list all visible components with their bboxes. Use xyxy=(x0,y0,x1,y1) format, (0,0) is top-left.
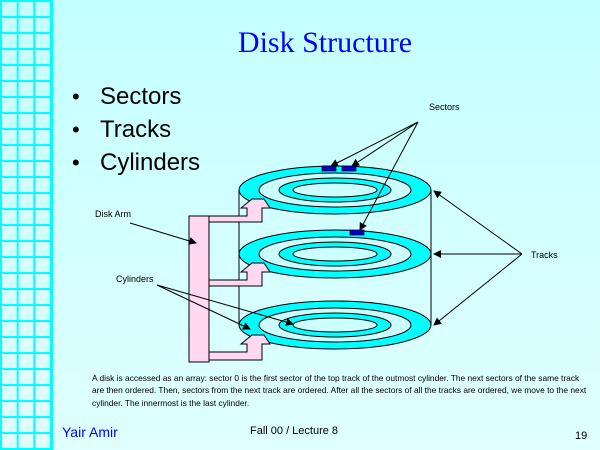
sector-arrows xyxy=(330,121,419,231)
disk-arm-arrow xyxy=(129,222,197,245)
decorative-grid xyxy=(0,0,53,450)
cylinder-arrows xyxy=(156,284,294,330)
description-text: A disk is accessed as an array: sector 0… xyxy=(92,373,587,408)
label-cylinders: Cylinders xyxy=(116,274,154,284)
label-tracks: Tracks xyxy=(531,250,558,260)
bullet-list: Sectors Tracks Cylinders xyxy=(70,82,200,181)
sector-block xyxy=(321,165,337,172)
label-disk-arm: Disk Arm xyxy=(95,209,131,219)
platter-bottom xyxy=(238,300,432,350)
platter-middle xyxy=(238,229,432,279)
footer-course: Fall 00 / Lecture 8 xyxy=(250,425,339,437)
disk-arm xyxy=(188,198,271,363)
sector-block xyxy=(349,229,365,236)
platter-top xyxy=(238,165,432,215)
label-sectors: Sectors xyxy=(429,102,460,112)
page-number: 19 xyxy=(575,430,588,442)
bullet-tracks: Tracks xyxy=(70,115,200,148)
footer-author: Yair Amir xyxy=(62,424,118,440)
slide-title: Disk Structure xyxy=(237,26,413,59)
sector-block xyxy=(341,165,357,172)
track-arrows xyxy=(433,190,523,326)
bullet-sectors: Sectors xyxy=(70,82,200,115)
bullet-cylinders: Cylinders xyxy=(70,148,200,181)
